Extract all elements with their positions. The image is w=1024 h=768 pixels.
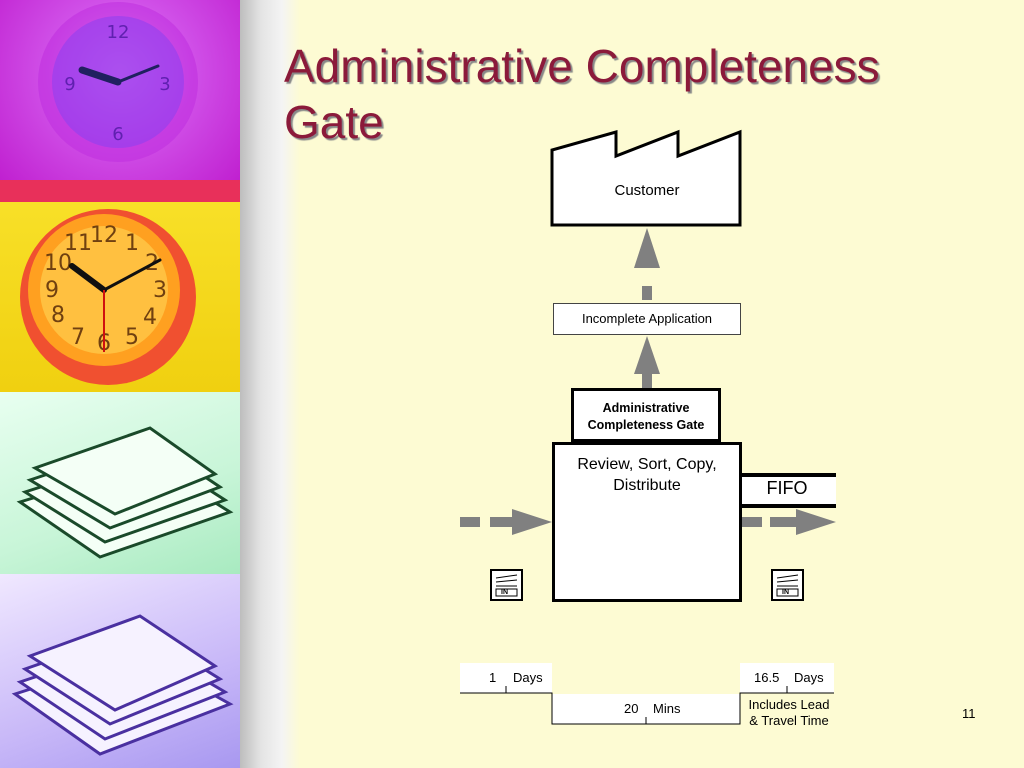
process-label-line-1: Review, Sort, Copy, <box>577 456 717 473</box>
customer-label: Customer <box>614 182 680 199</box>
wait2-unit: Days <box>794 670 824 685</box>
slide-number: 11 <box>962 706 976 721</box>
svg-text:8: 8 <box>51 303 65 328</box>
svg-text:9: 9 <box>45 278 59 303</box>
left-push-arrow <box>460 509 552 535</box>
svg-text:6: 6 <box>112 124 123 145</box>
red-band <box>0 180 240 202</box>
green-papers-image <box>0 392 240 574</box>
fifo-label: FIFO <box>766 478 808 498</box>
inventory-left-label: IN <box>501 589 508 596</box>
process-time-unit: Mins <box>653 701 681 716</box>
process-label-line-2: Distribute <box>613 477 681 494</box>
wait1-value: 1 <box>489 670 497 685</box>
svg-text:4: 4 <box>143 305 157 330</box>
inventory-right-label: IN <box>782 589 789 596</box>
purple-clock-image: 12 3 6 9 <box>0 0 240 180</box>
title-line-2: Gate <box>284 96 384 148</box>
strip-shadow <box>240 0 300 768</box>
svg-text:10: 10 <box>44 251 72 276</box>
svg-text:12: 12 <box>107 22 130 43</box>
svg-text:1: 1 <box>125 231 139 256</box>
lead-time-note-line-1: Includes Lead <box>748 697 830 712</box>
gate-label-line-2: Completeness Gate <box>587 418 705 432</box>
svg-text:7: 7 <box>71 325 85 350</box>
wait1-unit: Days <box>513 670 543 685</box>
slide-title: Administrative Completeness Gate <box>284 38 880 150</box>
right-push-arrow <box>742 509 836 535</box>
svg-text:5: 5 <box>125 325 139 350</box>
process-time-value: 20 <box>624 701 639 716</box>
svg-text:9: 9 <box>64 74 75 95</box>
incomplete-application-label: Incomplete Application <box>581 311 713 326</box>
wait2-value: 16.5 <box>754 670 780 685</box>
lead-time-note: Includes Lead & Travel Time <box>743 697 835 729</box>
svg-text:3: 3 <box>159 74 170 95</box>
process-box: Review, Sort, Copy, Distribute <box>552 442 742 602</box>
svg-text:3: 3 <box>153 278 167 303</box>
title-line-1: Administrative Completeness <box>284 40 880 92</box>
purple-papers-image <box>0 574 240 768</box>
svg-text:11: 11 <box>64 231 92 256</box>
incomplete-application-box: Incomplete Application <box>553 303 741 335</box>
lead-time-note-line-2: & Travel Time <box>749 713 829 728</box>
admin-completeness-gate-box: Administrative Completeness Gate <box>571 388 721 442</box>
gate-label-line-1: Administrative <box>602 401 690 415</box>
svg-text:12: 12 <box>90 223 118 248</box>
